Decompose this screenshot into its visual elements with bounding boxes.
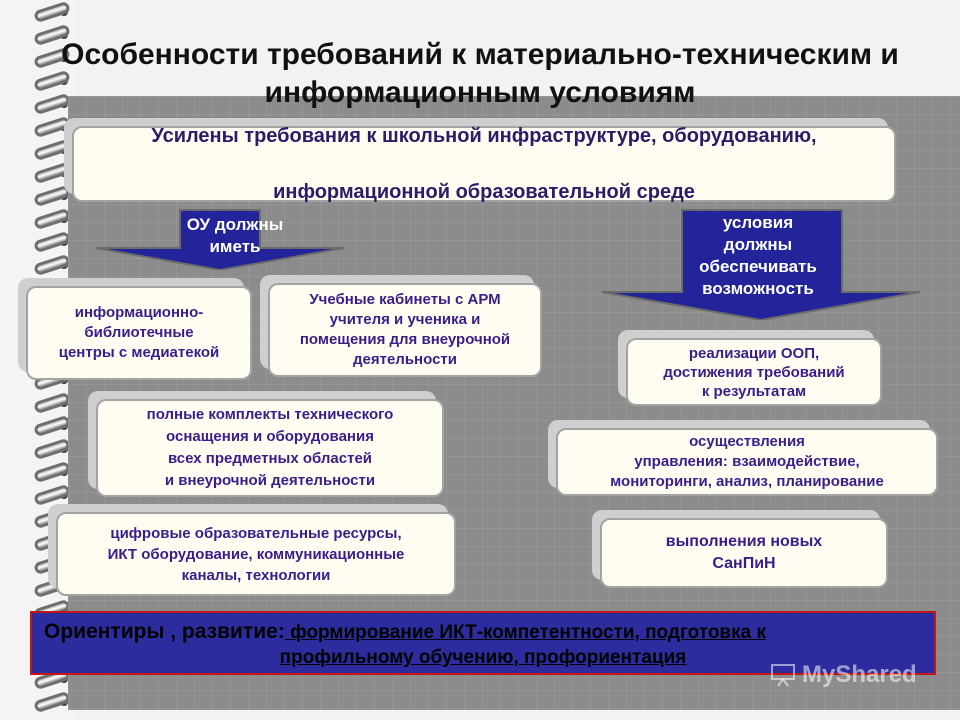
top-box-line-2: информационной образовательной среде xyxy=(273,181,695,203)
spiral-ring xyxy=(33,138,71,162)
right-arrow-label: условия должны обеспечивать возможность xyxy=(699,213,817,298)
management-box: осуществления управления: взаимодействие… xyxy=(556,428,938,496)
watermark-text: MyShared xyxy=(802,661,917,688)
spiral-ring xyxy=(33,184,71,208)
page-title: Особенности требований к материально-тех… xyxy=(20,36,940,112)
spiral-ring xyxy=(33,460,71,484)
guidelines-line-2: профильному обучению, профориентация xyxy=(279,647,687,668)
sanpin-box: выполнения новых СанПиН xyxy=(600,518,888,588)
spiral-ring xyxy=(33,483,71,507)
guidelines-body: формирование ИКТ-компетентности, подгото… xyxy=(284,622,766,643)
title-line-2: информационным условиям xyxy=(264,76,696,109)
guidelines-lead: Ориентиры , развитие: xyxy=(44,620,285,643)
digital-resources-box: цифровые образовательные ресурсы, ИКТ об… xyxy=(56,512,456,596)
spiral-ring xyxy=(33,690,71,714)
spiral-ring xyxy=(33,161,71,185)
spiral-ring xyxy=(33,414,71,438)
spiral-ring xyxy=(33,437,71,461)
top-box-line-1: Усилены требования к школьной инфраструк… xyxy=(151,125,817,147)
equipment-box: полные комплекты технического оснащения … xyxy=(96,399,444,497)
spiral-ring xyxy=(33,230,71,254)
right-down-arrow xyxy=(601,209,921,320)
spiral-ring xyxy=(33,207,71,231)
spiral-ring xyxy=(33,0,71,24)
presentation-icon xyxy=(771,664,795,687)
left-arrow-label: ОУ должны иметь xyxy=(186,215,284,256)
spiral-ring xyxy=(33,391,71,415)
watermark: MyShared xyxy=(770,660,930,690)
spiral-ring xyxy=(33,115,71,139)
spiral-ring xyxy=(33,253,71,277)
title-line-1: Особенности требований к материально-тех… xyxy=(61,38,899,71)
left-down-arrow xyxy=(95,209,345,270)
oop-box: реализации ООП, достижения требований к … xyxy=(626,338,882,406)
classrooms-box: Учебные кабинеты с АРМ учителя и ученика… xyxy=(268,283,542,377)
top-requirement-box: Усилены требования к школьной инфраструк… xyxy=(72,125,896,203)
library-centers-box: информационно- библиотечные центры с мед… xyxy=(26,286,252,380)
